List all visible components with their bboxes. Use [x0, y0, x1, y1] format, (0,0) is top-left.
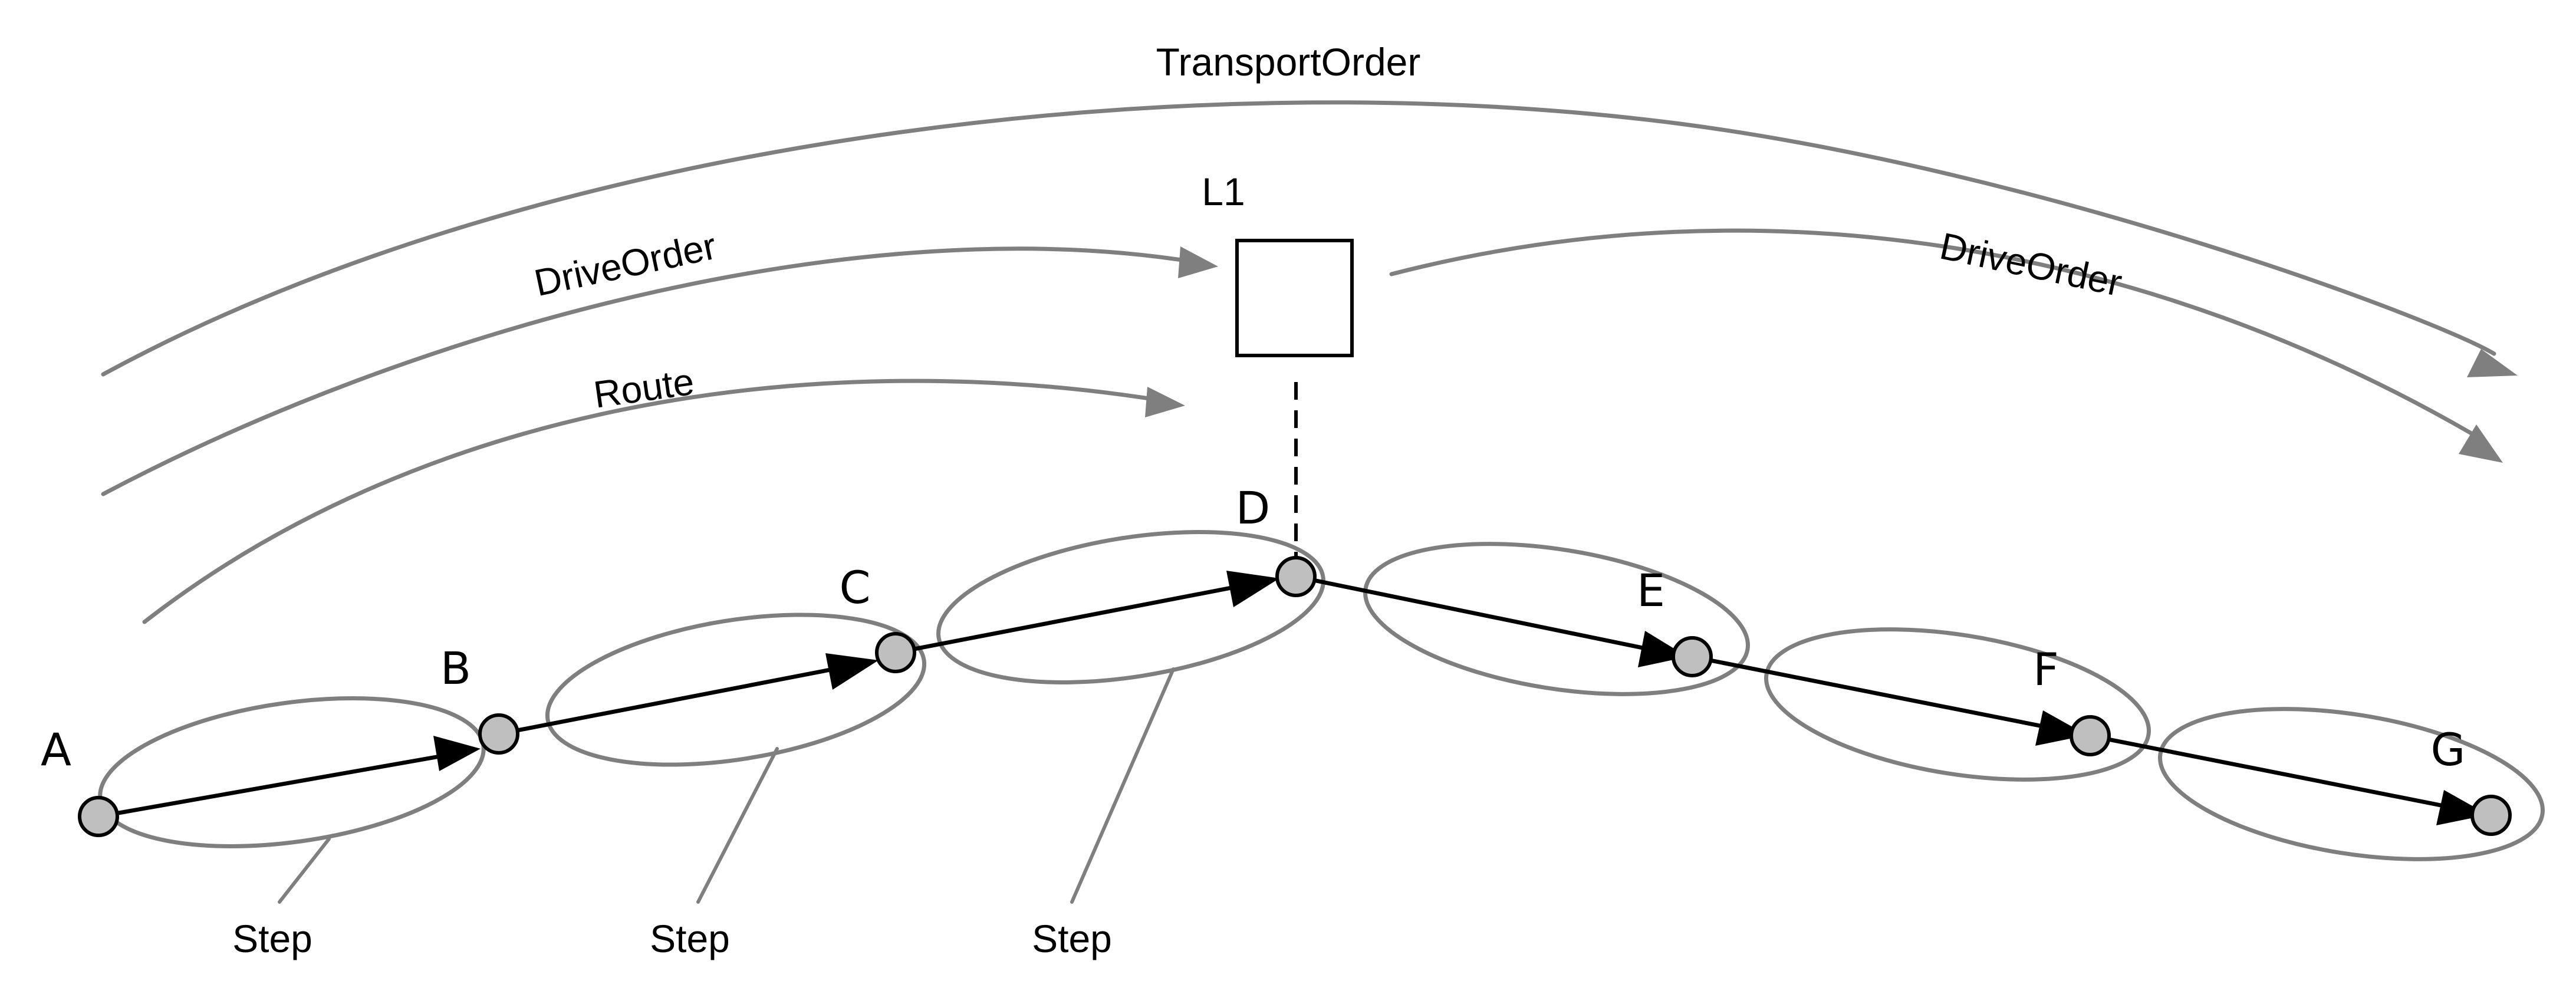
point-f: [2070, 715, 2111, 756]
point-g: [2470, 795, 2512, 836]
edge-f-g: [2090, 733, 2468, 813]
location-box: [1235, 239, 1354, 357]
drive-order-right-label: DriveOrder: [1936, 225, 2126, 304]
point-label-e: E: [1637, 564, 1665, 617]
step-ellipse-bc: [545, 613, 927, 767]
step-ellipse-de: [1363, 542, 1750, 696]
edge-e-f: [1692, 654, 2067, 733]
point-label-d: D: [1236, 482, 1271, 534]
drive-order-left-curve: [101, 246, 1199, 496]
point-label-b: B: [440, 642, 471, 694]
point-label-g: G: [2431, 723, 2466, 776]
route-label: Route: [591, 360, 696, 416]
step-callout-2: [696, 747, 779, 904]
step-ellipse-fg: [2158, 707, 2545, 861]
step-label-1: Step: [232, 917, 312, 960]
transport-order-arrowhead: [2467, 349, 2518, 377]
location-label: L1: [1202, 170, 1245, 213]
step-ellipse-ab: [98, 696, 486, 848]
point-label-a: A: [41, 723, 71, 776]
edge-c-d-arrowhead: [1226, 571, 1279, 607]
point-a: [78, 796, 119, 837]
step-callout-3: [1070, 667, 1175, 904]
route-curve: [142, 378, 1167, 624]
point-b: [478, 713, 519, 755]
edge-a-b-arrowhead: [433, 736, 481, 771]
point-c: [875, 632, 916, 673]
transport-order-label: TransportOrder: [1156, 40, 1421, 84]
step-label-2: Step: [650, 917, 730, 960]
drive-order-left-label: DriveOrder: [531, 225, 720, 304]
edge-b-c: [498, 662, 858, 736]
step-callout-1: [278, 837, 331, 904]
point-e: [1672, 636, 1713, 677]
step-ellipse-cd: [936, 530, 1325, 684]
edge-a-b: [98, 750, 460, 819]
drive-order-right-arrowhead: [2459, 424, 2503, 463]
drive-order-right-curve: [1389, 228, 2479, 439]
step-ellipse-ef: [1764, 627, 2151, 782]
point-label-c: C: [839, 561, 870, 614]
drive-order-left-arrowhead: [1178, 246, 1218, 278]
transport-order-curve: [101, 100, 2496, 377]
point-d: [1275, 556, 1317, 597]
point-label-f: F: [2033, 643, 2059, 696]
edge-d-e: [1295, 574, 1669, 656]
step-label-3: Step: [1032, 917, 1112, 960]
edge-c-d: [895, 580, 1259, 655]
edge-b-c-arrowhead: [825, 653, 879, 690]
route-arrowhead: [1145, 387, 1185, 417]
